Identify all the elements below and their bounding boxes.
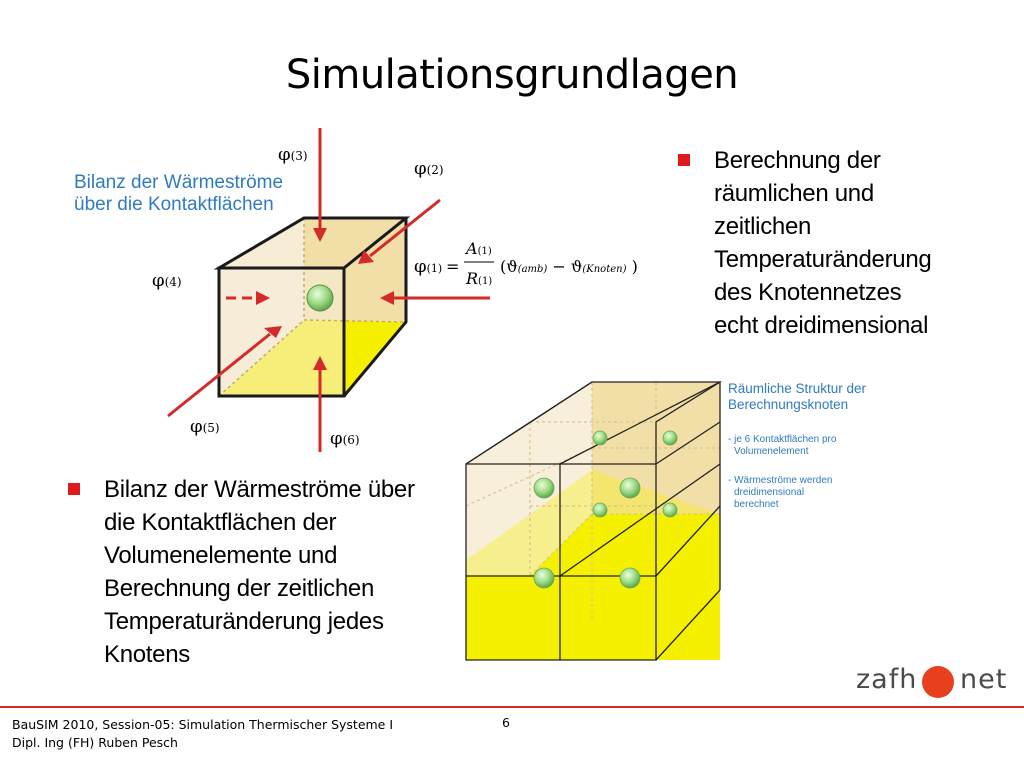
formula-lhs: φ(1) bbox=[414, 256, 442, 277]
grid-note-1: - je 6 Kontaktflächen pro Volumenelement bbox=[728, 434, 837, 457]
flux-label-4: φ(4) bbox=[152, 270, 182, 291]
grid-caption: Räumliche Struktur der Berechnungsknoten bbox=[728, 381, 867, 412]
grid-block bbox=[465, 381, 723, 661]
zafh-net-logo: zafh net bbox=[856, 664, 1006, 704]
logo-dot-icon bbox=[922, 666, 954, 698]
svg-text:A(1): A(1) bbox=[464, 239, 492, 258]
flux-label-2: φ(2) bbox=[414, 158, 444, 179]
node-ball bbox=[306, 284, 334, 312]
svg-text:=: = bbox=[446, 257, 459, 276]
footer-divider bbox=[0, 706, 1024, 708]
cube-caption: Bilanz der Wärmeströme über die Kontaktf… bbox=[74, 172, 284, 215]
diagram-canvas: φ(3) φ(2) φ(4) φ(5) φ(6) φ(1) = A(1) R(1… bbox=[152, 128, 723, 661]
bullet-right: Berechnung der räumlichen und zeitlichen… bbox=[678, 144, 932, 342]
footer-credits: BauSIM 2010, Session-05: Simulation Ther… bbox=[12, 717, 394, 750]
page-number: 6 bbox=[502, 715, 510, 730]
slide-title: Simulationsgrundlagen bbox=[285, 52, 739, 98]
formula: φ(1) = A(1) R(1) (ϑ(amb) − ϑ(Knoten) ) bbox=[414, 239, 638, 288]
bullet-square-icon bbox=[678, 154, 690, 166]
bullet-left: Bilanz der Wärmeströme über die Kontaktf… bbox=[68, 473, 415, 671]
bullet-square-icon bbox=[68, 483, 80, 495]
grid-note-2: - Wärmeströme werden dreidimensional ber… bbox=[728, 475, 833, 510]
flux-arrows bbox=[167, 128, 490, 452]
flux-label-3: φ(3) bbox=[278, 144, 308, 165]
svg-text:(ϑ(amb) − ϑ(Knoten) ): (ϑ(amb) − ϑ(Knoten) ) bbox=[500, 257, 638, 276]
svg-text:R(1): R(1) bbox=[465, 269, 492, 288]
single-cube bbox=[213, 216, 411, 398]
flux-label-5: φ(5) bbox=[190, 416, 220, 437]
flux-label-6: φ(6) bbox=[330, 428, 360, 449]
